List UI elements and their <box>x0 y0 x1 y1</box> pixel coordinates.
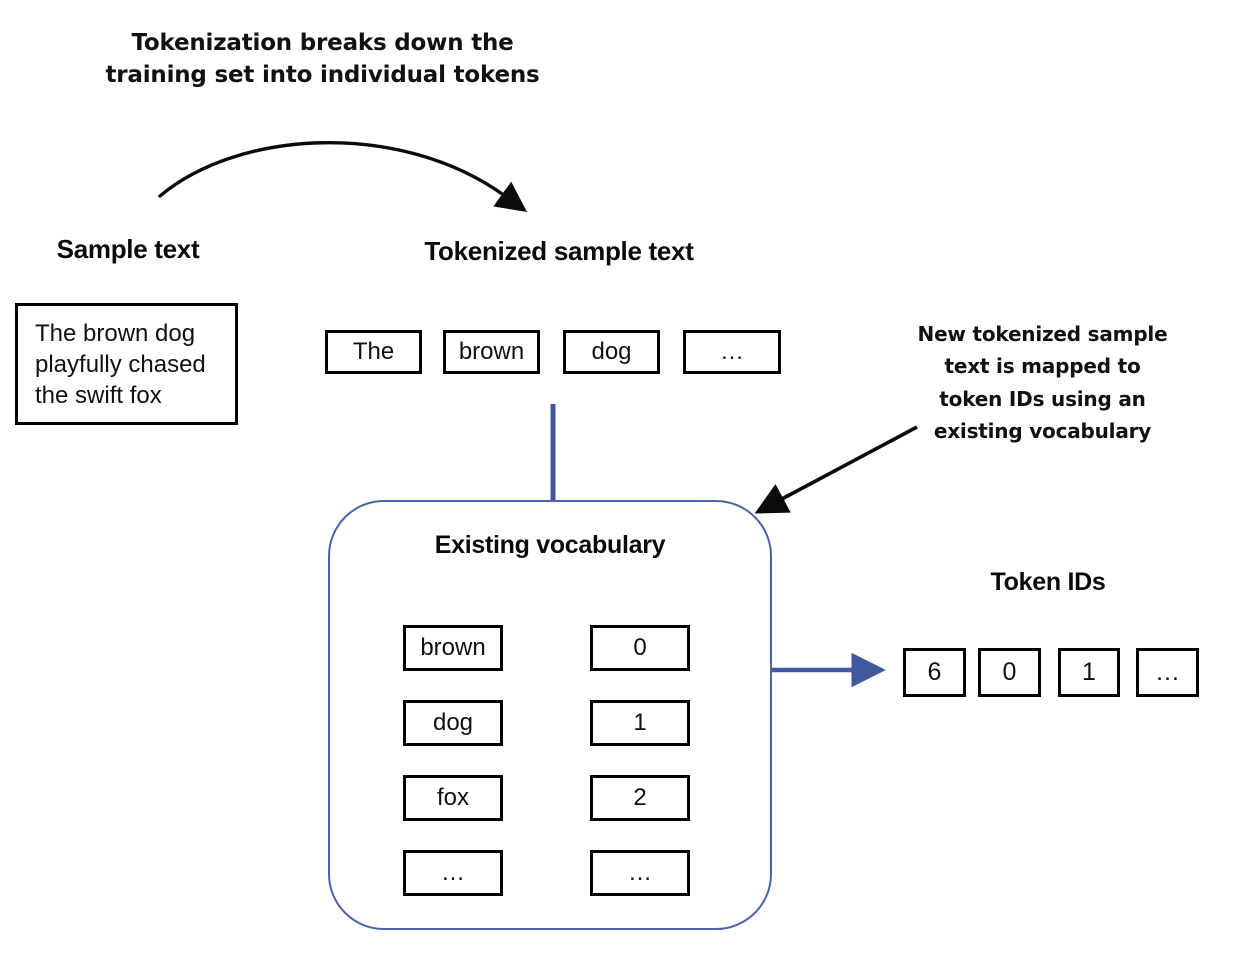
token-box: … <box>683 330 781 374</box>
token-box: The <box>325 330 422 374</box>
existing-vocabulary-heading: Existing vocabulary <box>434 531 666 559</box>
sample-text-box: The brown dog playfully chased the swift… <box>15 303 238 425</box>
vocab-id-box: … <box>590 850 690 896</box>
sample-text-heading: Sample text <box>56 234 200 264</box>
token-ids-heading: Token IDs <box>990 568 1106 596</box>
token-id-box: 6 <box>903 648 966 697</box>
tokenized-text-heading: Tokenized sample text <box>424 236 694 266</box>
vocab-id-box: 2 <box>590 775 690 821</box>
token-box: brown <box>443 330 540 374</box>
vocab-word-box: dog <box>403 700 503 746</box>
vocab-word-box: fox <box>403 775 503 821</box>
token-id-box: 0 <box>978 648 1041 697</box>
vocab-word-box: … <box>403 850 503 896</box>
curved-arrow-icon <box>158 141 528 212</box>
token-box: dog <box>563 330 660 374</box>
vocab-id-box: 1 <box>590 700 690 746</box>
sample-text-content: The brown dog playfully chased the swift… <box>35 320 206 410</box>
existing-vocabulary-container <box>328 500 772 930</box>
token-id-box: 1 <box>1058 648 1120 697</box>
token-id-box: … <box>1136 648 1199 697</box>
vocab-id-box: 0 <box>590 625 690 671</box>
diagram-title: Tokenization breaks down the training se… <box>105 30 540 88</box>
vocab-word-box: brown <box>403 625 503 671</box>
mapping-annotation: New tokenized sample text is mapped to t… <box>917 322 1168 444</box>
